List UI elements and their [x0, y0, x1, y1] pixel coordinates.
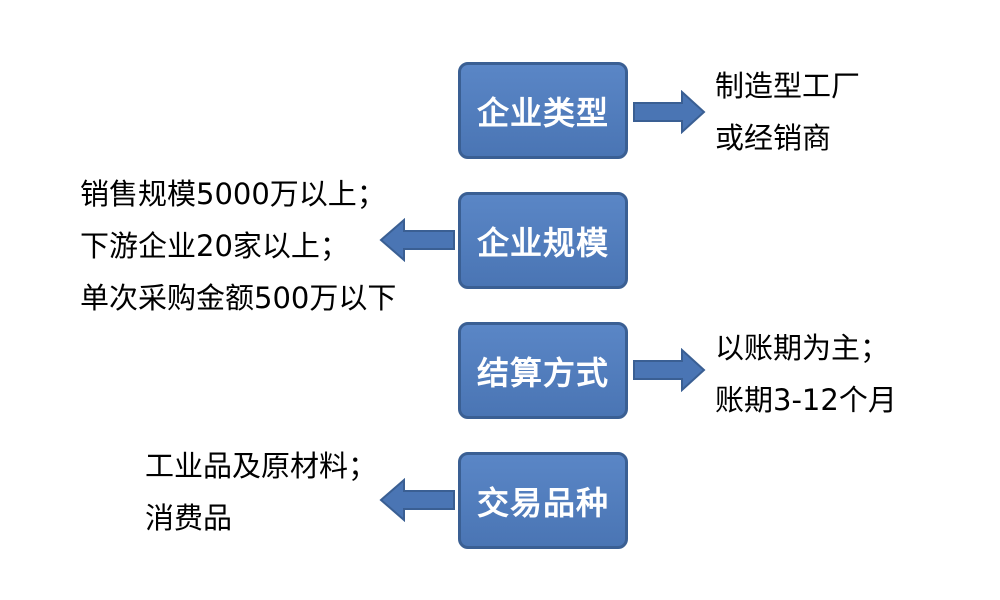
note-trade-variety: 工业品及原材料； 消费品 — [145, 440, 377, 544]
arrow-right-settlement — [633, 348, 706, 392]
note-line: 销售规模5000万以上； — [80, 177, 386, 211]
arrow-right-type — [633, 90, 706, 134]
box-trade-variety-label: 交易品种 — [476, 483, 609, 522]
arrow-left-scale — [379, 218, 455, 262]
note-line: 或经销商 — [715, 121, 832, 155]
note-enterprise-scale: 销售规模5000万以上； 下游企业20家以上； 单次采购金额500万以下 — [80, 168, 396, 324]
note-settlement-method: 以账期为主； 账期3-12个月 — [715, 322, 897, 426]
box-trade-variety: 交易品种 — [458, 452, 628, 549]
box-settlement-method-label: 结算方式 — [476, 353, 609, 392]
box-enterprise-type-label: 企业类型 — [476, 93, 609, 132]
box-settlement-method: 结算方式 — [458, 322, 628, 419]
note-line: 消费品 — [145, 501, 233, 535]
note-line: 工业品及原材料； — [145, 449, 378, 483]
note-line: 账期3-12个月 — [715, 383, 897, 417]
note-enterprise-type: 制造型工厂 或经销商 — [715, 60, 860, 164]
box-enterprise-scale: 企业规模 — [458, 192, 628, 289]
box-enterprise-type: 企业类型 — [458, 62, 628, 159]
arrow-left-variety — [379, 478, 455, 522]
note-line: 以账期为主； — [715, 331, 890, 365]
note-line: 下游企业20家以上； — [80, 229, 349, 263]
box-enterprise-scale-label: 企业规模 — [476, 223, 609, 262]
note-line: 制造型工厂 — [715, 69, 861, 103]
note-line: 单次采购金额500万以下 — [80, 281, 397, 315]
